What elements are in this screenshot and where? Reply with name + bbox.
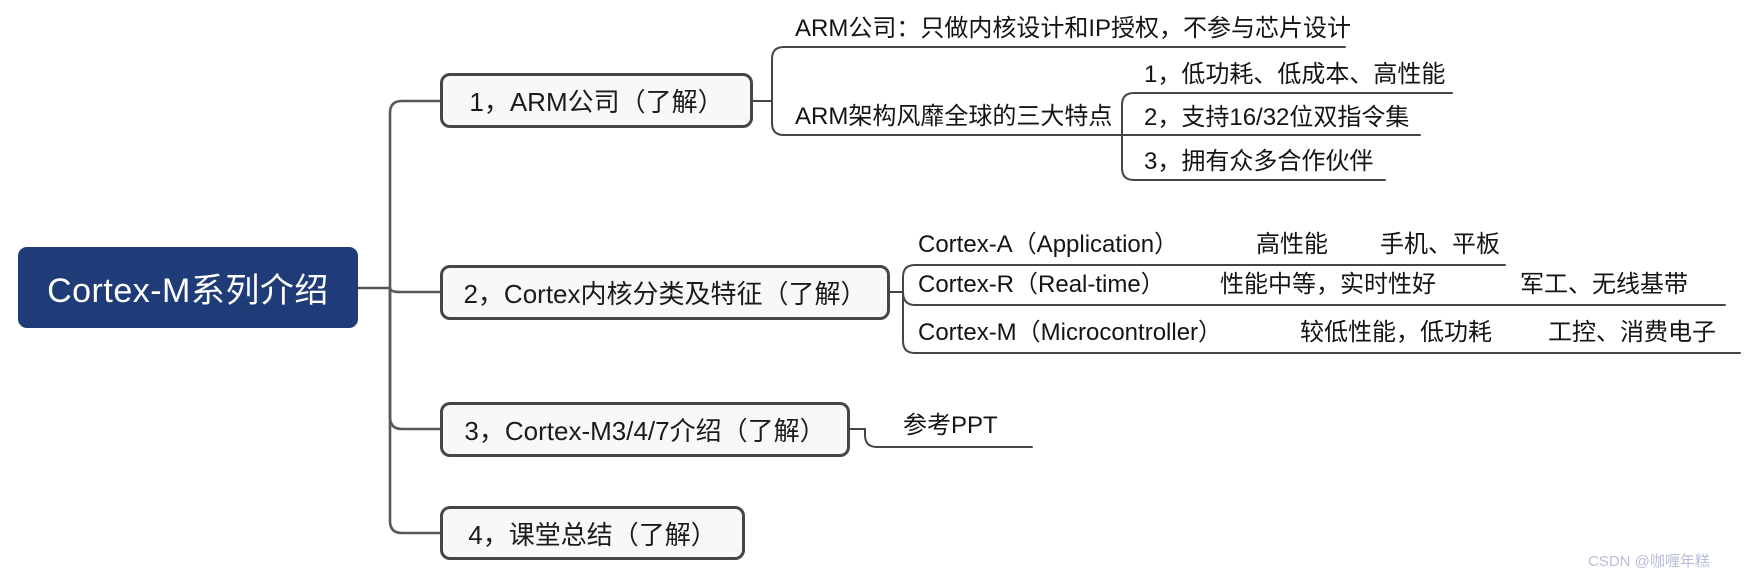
branch-class-summary[interactable]: 4，课堂总结（了解） (440, 506, 745, 560)
node-cortex-r-apps[interactable]: 军工、无线基带 (1520, 271, 1688, 298)
node-arm-feature-2[interactable]: 2，支持16/32位双指令集 (1144, 104, 1410, 131)
trunk-to-branch4 (388, 286, 442, 535)
node-cortex-m-name[interactable]: Cortex-M（Microcontroller） (918, 319, 1223, 346)
node-cortex-a-name[interactable]: Cortex-A（Application） (918, 231, 1179, 258)
root-node[interactable]: Cortex-M系列介绍 (18, 247, 358, 328)
node-arm-feature-1[interactable]: 1，低功耗、低成本、高性能 (1144, 61, 1446, 88)
node-cortex-r-name[interactable]: Cortex-R（Real-time） (918, 271, 1165, 298)
node-cortex-m-apps[interactable]: 工控、消费电子 (1548, 319, 1716, 346)
node-cortex-a-perf[interactable]: 高性能 (1256, 231, 1328, 258)
branch-arm-company[interactable]: 1，ARM公司（了解） (440, 73, 753, 128)
node-reference-ppt[interactable]: 参考PPT (903, 412, 998, 439)
branch-cortex-cores[interactable]: 2，Cortex内核分类及特征（了解） (440, 265, 890, 320)
trunk-to-branch2 (388, 286, 442, 294)
trunk-to-branch3 (388, 286, 442, 431)
node-cortex-a-apps[interactable]: 手机、平板 (1380, 231, 1500, 258)
node-arm-fact[interactable]: ARM公司：只做内核设计和IP授权，不参与芯片设计 (795, 15, 1352, 42)
node-cortex-m-perf[interactable]: 较低性能，低功耗 (1300, 319, 1492, 346)
node-arm-feature-3[interactable]: 3，拥有众多合作伙伴 (1144, 148, 1374, 175)
node-arm-features-title[interactable]: ARM架构风靡全球的三大特点 (795, 103, 1113, 130)
trunk-to-branch1 (388, 99, 442, 290)
watermark: CSDN @咖喱年糕 (1588, 553, 1710, 570)
branch-cortex-m347[interactable]: 3，Cortex-M3/4/7介绍（了解） (440, 402, 850, 457)
node-cortex-r-perf[interactable]: 性能中等，实时性好 (1220, 271, 1436, 298)
